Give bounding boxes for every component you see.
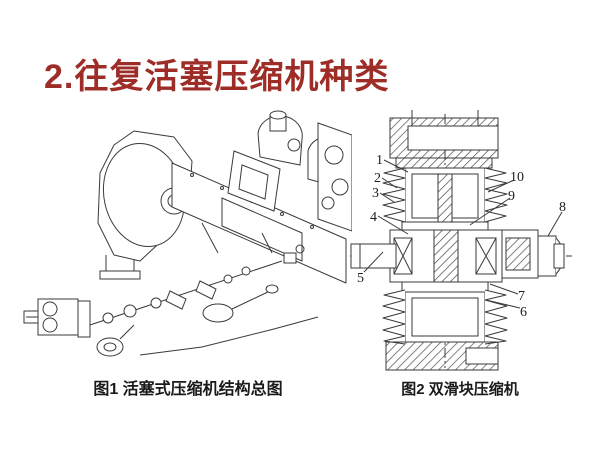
part-label-1: 1 <box>376 153 383 168</box>
upper-finned-cylinder <box>382 167 508 233</box>
part-label-6: 6 <box>520 305 527 320</box>
part-label-2: 2 <box>374 171 381 186</box>
crankcase-section <box>389 229 503 283</box>
part-label-5: 5 <box>357 271 364 286</box>
right-bearing-end-cap <box>501 229 565 279</box>
lower-finned-cylinder <box>382 281 508 345</box>
part-label-7: 7 <box>518 289 525 304</box>
slide-title: 2.往复活塞压缩机种类 <box>44 58 390 96</box>
figure1-caption: 图1 活塞式压缩机结构总图 <box>93 381 283 398</box>
part-number-labels: 1 2 3 4 5 6 7 8 9 10 <box>357 153 566 320</box>
part-label-8: 8 <box>559 200 566 215</box>
part-label-4: 4 <box>370 210 377 225</box>
top-cylinder-head <box>389 110 499 169</box>
main-shaft <box>350 243 397 269</box>
part-label-9: 9 <box>508 189 515 204</box>
part-label-10: 10 <box>510 170 524 185</box>
figure2-caption: 图2 双滑块压缩机 <box>401 381 519 398</box>
oil-gear-pump <box>23 298 91 338</box>
figure2-sectional-compressor-drawing: 1 2 3 4 5 6 7 8 9 10 <box>350 110 572 371</box>
cylinder-heads <box>227 110 352 232</box>
figure1-piston-compressor-drawing <box>23 110 352 357</box>
crankshaft-exploded-parts <box>89 222 319 357</box>
bottom-base <box>385 341 499 371</box>
part-label-3: 3 <box>372 186 379 201</box>
leader-lines <box>363 159 563 309</box>
